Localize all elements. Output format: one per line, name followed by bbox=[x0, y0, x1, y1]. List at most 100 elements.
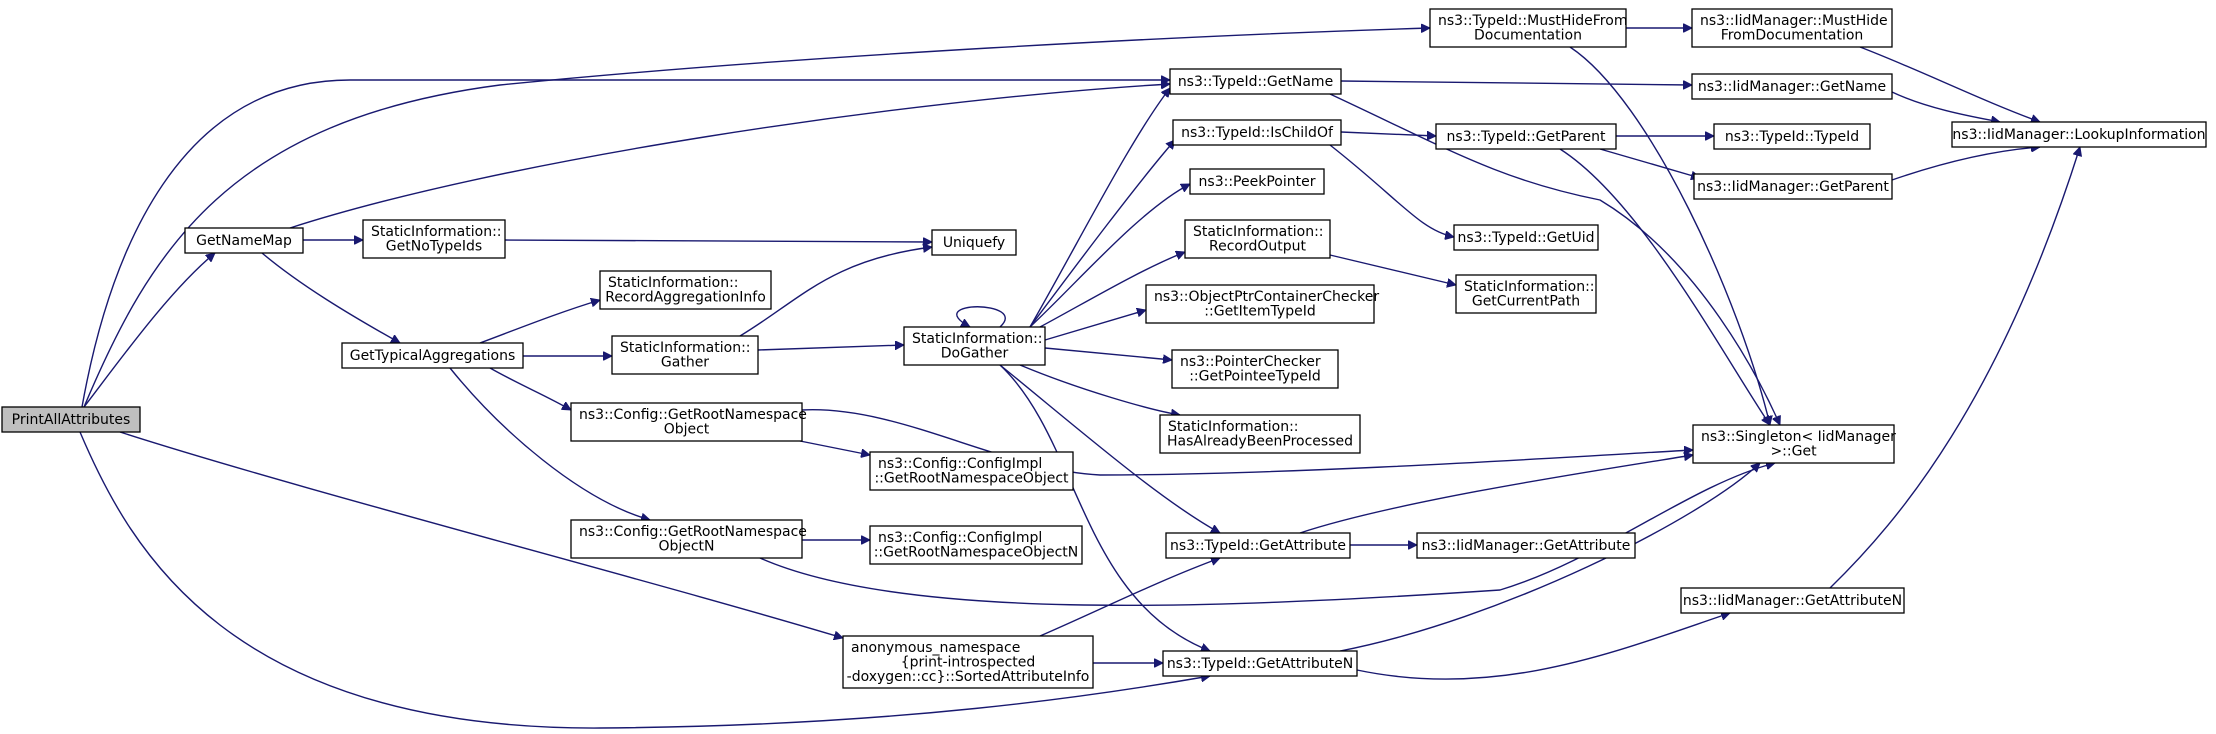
node-label-line: GetNoTypeIds bbox=[386, 239, 482, 255]
edge-tidgetattrn-to-iidgetattrn bbox=[1356, 613, 1730, 680]
node-uniquefy[interactable]: Uniquefy bbox=[931, 229, 1017, 256]
node-tidgetattr[interactable]: ns3::TypeId::GetAttribute bbox=[1165, 532, 1351, 559]
edge-recordout-to-curpath bbox=[1329, 254, 1456, 285]
node-label-line: ns3::IidManager::GetAttribute bbox=[1422, 538, 1631, 554]
edge-rootns-to-cfgimplroot bbox=[799, 440, 870, 455]
node-label-line: ns3::Config::ConfigImpl bbox=[878, 456, 1042, 472]
node-box bbox=[1713, 123, 1871, 150]
edge-dogather-to-ischildof bbox=[1029, 140, 1175, 328]
edge-getnamemap-to-tidgetname bbox=[289, 84, 1170, 229]
node-getnotypeids[interactable]: StaticInformation::GetNoTypeIds bbox=[362, 219, 506, 259]
node-label-line: StaticInformation:: bbox=[1193, 224, 1324, 240]
node-label-line: ns3::Config::GetRootNamespace bbox=[579, 524, 807, 540]
node-label-line: ns3::TypeId::IsChildOf bbox=[1181, 125, 1334, 141]
edge-gather-to-dogather bbox=[757, 345, 904, 351]
node-tidgetuid[interactable]: ns3::TypeId::GetUid bbox=[1453, 224, 1599, 251]
node-ptrchk[interactable]: ns3::PointerChecker::GetPointeeTypeId bbox=[1171, 349, 1339, 389]
node-tidgetparent[interactable]: ns3::TypeId::GetParent bbox=[1435, 123, 1617, 150]
node-label-line: ::GetRootNamespaceObject bbox=[874, 471, 1069, 487]
node-iidgetname[interactable]: ns3::IidManager::GetName bbox=[1691, 73, 1893, 100]
node-label-line: ns3::IidManager::GetName bbox=[1698, 79, 1886, 95]
edge-rootnsn-to-singleton bbox=[759, 463, 1775, 607]
node-label-line: HasAlreadyBeenProcessed bbox=[1167, 434, 1353, 450]
node-box bbox=[1692, 424, 1895, 464]
node-label-line: GetNameMap bbox=[196, 233, 292, 249]
node-tidgetattrn[interactable]: ns3::TypeId::GetAttributeN bbox=[1162, 650, 1358, 677]
edge-rootns-to-singleton bbox=[801, 409, 1693, 476]
node-tidgetname[interactable]: ns3::TypeId::GetName bbox=[1169, 68, 1342, 95]
node-cfgimplrootn[interactable]: ns3::Config::ConfigImpl::GetRootNamespac… bbox=[869, 525, 1083, 565]
edge-printall-to-getnamemap bbox=[83, 253, 215, 408]
node-label-line: Object bbox=[664, 422, 710, 438]
node-box bbox=[1435, 123, 1617, 150]
node-typicalagg[interactable]: GetTypicalAggregations bbox=[341, 342, 524, 369]
node-cfgimplroot[interactable]: ns3::Config::ConfigImpl::GetRootNamespac… bbox=[869, 451, 1074, 491]
edge-typicalagg-to-rootnsn bbox=[449, 367, 650, 520]
node-iidgetparent[interactable]: ns3::IidManager::GetParent bbox=[1693, 173, 1893, 200]
node-box bbox=[869, 525, 1083, 565]
node-label-line: ::GetItemTypeId bbox=[1204, 304, 1315, 320]
node-box bbox=[1691, 8, 1893, 48]
node-box bbox=[1691, 73, 1893, 100]
node-hasproc[interactable]: StaticInformation::HasAlreadyBeenProcess… bbox=[1159, 414, 1361, 454]
node-box bbox=[1159, 414, 1361, 454]
node-box bbox=[611, 335, 759, 375]
node-box bbox=[599, 270, 772, 310]
node-box bbox=[1171, 349, 1339, 389]
edge-printall-to-tidgetname bbox=[81, 80, 1170, 408]
node-recordagg[interactable]: StaticInformation::RecordAggregationInfo bbox=[599, 270, 772, 310]
node-recordout[interactable]: StaticInformation::RecordOutput bbox=[1184, 219, 1331, 259]
edge-dogather-to-tidgetattrn bbox=[999, 364, 1210, 651]
node-singleton[interactable]: ns3::Singleton< IidManager>::Get bbox=[1692, 424, 1896, 464]
node-box bbox=[1189, 168, 1325, 195]
node-label-line: StaticInformation:: bbox=[608, 275, 739, 291]
node-rootnsn[interactable]: ns3::Config::GetRootNamespaceObjectN bbox=[570, 519, 807, 559]
node-objptrchk[interactable]: ns3::ObjectPtrContainerChecker::GetItemT… bbox=[1145, 284, 1379, 324]
edge-tidgetname-to-iidgetname bbox=[1340, 80, 1692, 85]
node-gather[interactable]: StaticInformation::Gather bbox=[611, 335, 759, 375]
node-label-line: GetTypicalAggregations bbox=[350, 348, 516, 364]
edge-printall-to-mustide bbox=[83, 28, 1430, 408]
edge-dogather-to-tidgetname bbox=[1029, 88, 1170, 328]
edge-dogather-to-ptrchk bbox=[1044, 347, 1172, 360]
node-iidmust[interactable]: ns3::IidManager::MustHideFromDocumentati… bbox=[1691, 8, 1893, 48]
node-iidgetattr[interactable]: ns3::IidManager::GetAttribute bbox=[1416, 532, 1636, 559]
edge-tidgetattr-to-singleton bbox=[1299, 455, 1693, 534]
node-label-line: ns3::IidManager::GetParent bbox=[1697, 179, 1889, 195]
node-label-line: FromDocumentation bbox=[1721, 28, 1864, 44]
node-label-line: RecordOutput bbox=[1209, 239, 1307, 255]
node-dogather[interactable]: StaticInformation::DoGather bbox=[903, 326, 1046, 366]
edge-mustide-to-singleton bbox=[1569, 46, 1770, 425]
node-label-line: ns3::IidManager::LookupInformation bbox=[1952, 127, 2205, 143]
node-box bbox=[570, 519, 803, 559]
node-curpath[interactable]: StaticInformation::GetCurrentPath bbox=[1455, 274, 1597, 314]
node-lookup[interactable]: ns3::IidManager::LookupInformation bbox=[1951, 121, 2207, 148]
node-tidtypeid[interactable]: ns3::TypeId::TypeId bbox=[1713, 123, 1871, 150]
node-box bbox=[931, 229, 1017, 256]
node-box bbox=[1680, 587, 1905, 614]
node-label-line: ns3::TypeId::GetAttribute bbox=[1170, 538, 1346, 554]
node-box bbox=[1429, 8, 1627, 48]
edge-tidgetparent-to-singleton bbox=[1559, 148, 1771, 425]
node-rootns[interactable]: ns3::Config::GetRootNamespaceObject bbox=[570, 402, 807, 442]
node-ischildof[interactable]: ns3::TypeId::IsChildOf bbox=[1172, 119, 1342, 146]
node-label-line: anonymous_namespace bbox=[851, 640, 1020, 656]
node-box bbox=[1169, 68, 1342, 95]
node-box bbox=[842, 635, 1094, 689]
node-label-line: ns3::IidManager::GetAttributeN bbox=[1683, 593, 1902, 609]
node-sortedattr[interactable]: anonymous_namespace{print-introspected-d… bbox=[842, 635, 1094, 689]
node-label-line: ns3::Singleton< IidManager bbox=[1701, 429, 1896, 445]
node-peekptr[interactable]: ns3::PeekPointer bbox=[1189, 168, 1325, 195]
node-box bbox=[362, 219, 506, 259]
edge-sortedattr-to-tidgetattr bbox=[1039, 558, 1220, 637]
node-printall[interactable]: PrintAllAttributes bbox=[1, 406, 141, 433]
node-getnamemap[interactable]: GetNameMap bbox=[184, 227, 304, 254]
node-label-line: -doxygen::cc}::SortedAttributeInfo bbox=[847, 669, 1090, 685]
node-iidgetattrn[interactable]: ns3::IidManager::GetAttributeN bbox=[1680, 587, 1905, 614]
node-label-line: GetCurrentPath bbox=[1472, 294, 1580, 310]
node-label-line: >::Get bbox=[1770, 444, 1817, 460]
edge-tidgetparent-to-iidgetparent bbox=[1599, 148, 1700, 178]
node-label-line: ns3::TypeId::GetName bbox=[1178, 74, 1333, 90]
